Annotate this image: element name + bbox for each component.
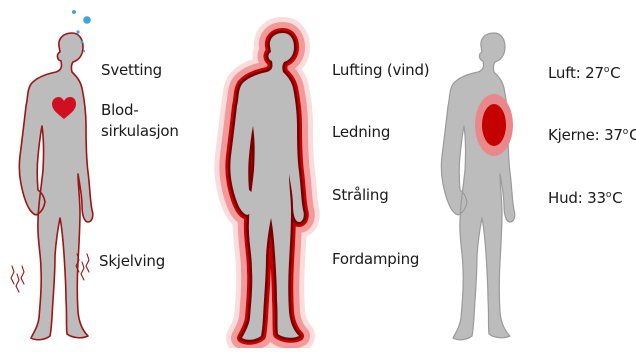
label-convection: Lufting (vind) — [332, 60, 429, 80]
figure-middle — [230, 33, 303, 340]
skin-temp-text: Hud: 33 — [548, 189, 606, 207]
label-radiation: Stråling — [332, 185, 389, 205]
degree-sign: o — [604, 65, 609, 75]
air-temp-text: Luft: 27 — [548, 64, 604, 82]
label-circulation-line2: sirkulasjon — [101, 121, 179, 141]
label-air-temperature: Luft: 27oC — [548, 60, 620, 83]
label-skin-temperature: Hud: 33oC — [548, 185, 622, 208]
unit: C — [610, 64, 620, 82]
core-temp-text: Kjerne: 37 — [548, 126, 623, 144]
core-heat-ellipse-icon — [475, 94, 513, 156]
degree-sign: o — [623, 127, 628, 137]
unit: C — [612, 189, 622, 207]
label-evaporation: Fordamping — [332, 249, 419, 269]
figure-left — [19, 33, 92, 340]
degree-sign: o — [606, 190, 611, 200]
label-shivering: Skjelving — [99, 251, 165, 271]
label-circulation-line1: Blod- — [101, 100, 139, 120]
label-sweating: Svetting — [101, 60, 162, 80]
figure-right — [441, 33, 514, 340]
label-conduction: Ledning — [332, 122, 390, 142]
unit: C — [629, 126, 636, 144]
label-core-temperature: Kjerne: 37oC — [548, 122, 636, 145]
